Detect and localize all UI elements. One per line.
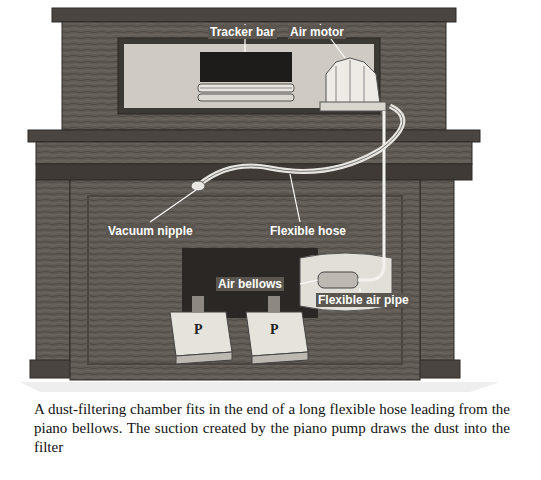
part-label: Vacuum nipple <box>106 224 195 238</box>
figure-caption: A dust-filtering chamber fits in the end… <box>34 400 510 457</box>
pedal-letter: P <box>268 323 281 337</box>
pedal-letter: P <box>192 323 205 337</box>
part-label: Air motor <box>288 25 346 39</box>
part-label: Flexible hose <box>268 224 348 238</box>
part-label: Air bellows <box>216 277 284 291</box>
part-label: Flexible air pipe <box>316 293 411 307</box>
part-label: Tracker bar <box>208 25 277 39</box>
